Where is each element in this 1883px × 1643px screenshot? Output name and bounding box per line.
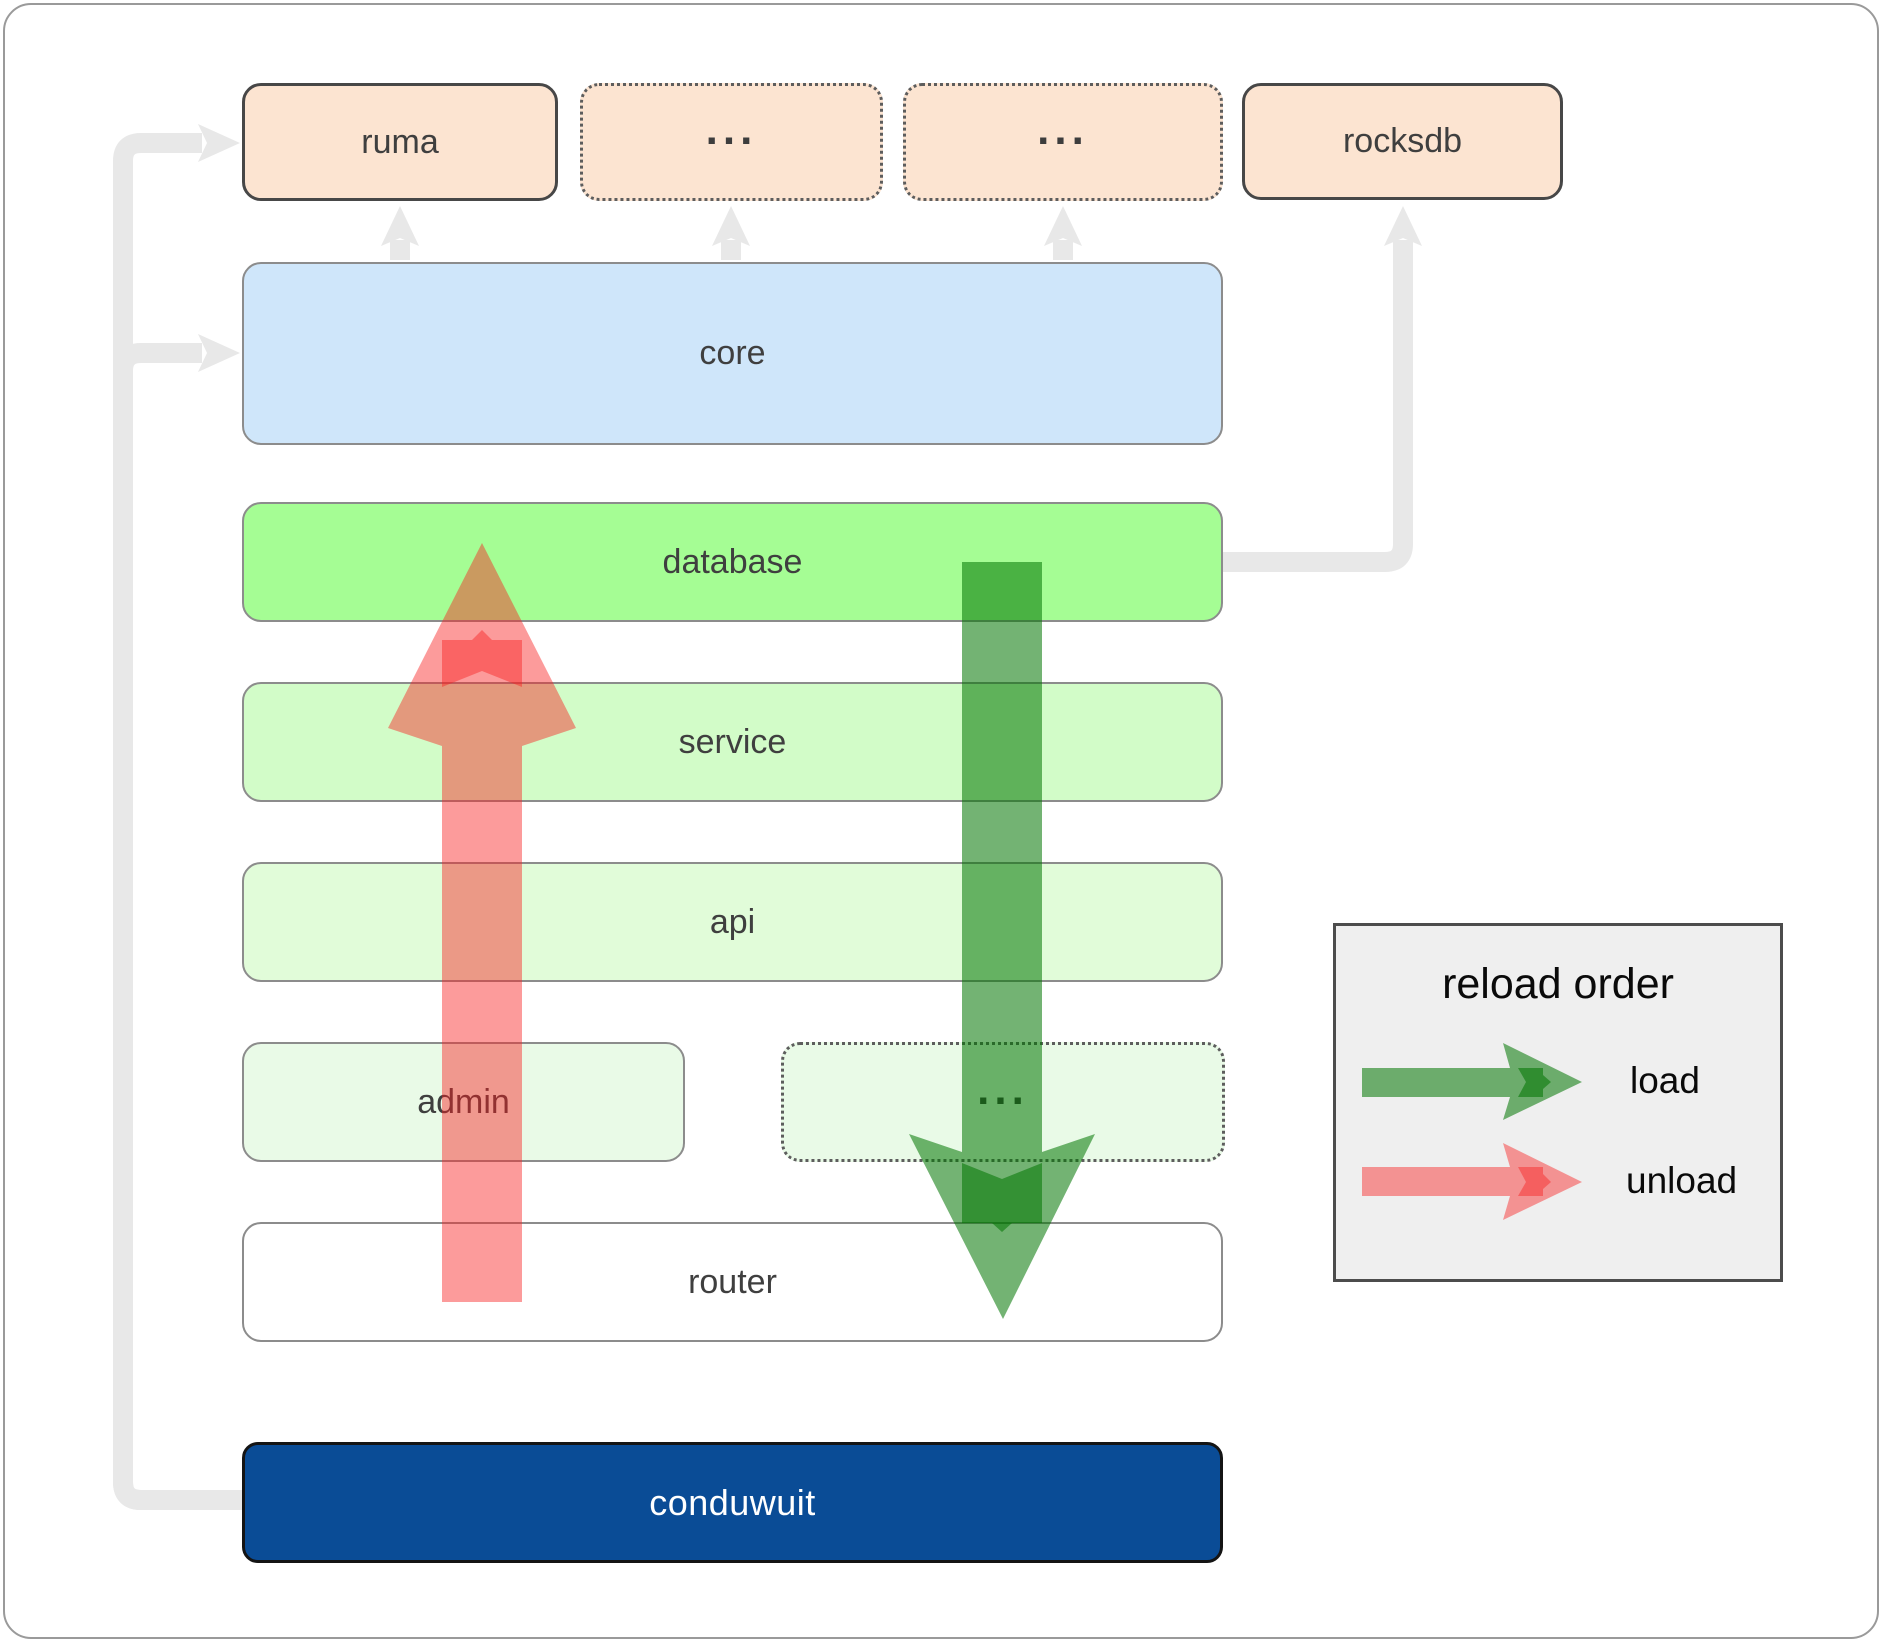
box-admin-label: admin — [417, 1082, 510, 1121]
box-database-label: database — [662, 542, 803, 581]
box-router: router — [242, 1222, 1223, 1342]
box-conduwuit: conduwuit — [242, 1442, 1223, 1563]
diagram-outer-border — [3, 3, 1879, 1639]
box-database: database — [242, 502, 1223, 622]
legend-load-label: load — [1630, 1060, 1700, 1101]
box-ellipsis-3: ... — [781, 1042, 1225, 1162]
box-rocksdb-label: rocksdb — [1342, 122, 1463, 160]
box-ruma: ruma — [242, 83, 558, 201]
box-ellipsis-2-label: ... — [1037, 105, 1089, 154]
box-core-label: core — [699, 334, 766, 372]
legend-unload-label: unload — [1626, 1160, 1738, 1201]
box-ellipsis-1: ... — [580, 83, 883, 201]
box-api-label: api — [709, 902, 756, 941]
box-conduwuit-label: conduwuit — [649, 1481, 816, 1523]
box-core: core — [242, 262, 1223, 445]
box-ruma-label: ruma — [361, 122, 439, 161]
legend-reload-order: reload order load unload — [1333, 923, 1783, 1282]
box-service-label: service — [678, 722, 787, 761]
box-rocksdb: rocksdb — [1242, 83, 1563, 200]
legend-title: reload order — [1442, 960, 1674, 1008]
box-router-label: router — [688, 1262, 777, 1301]
box-ellipsis-3-label: ... — [977, 1065, 1029, 1114]
box-api: api — [242, 862, 1223, 982]
box-ellipsis-2: ... — [903, 83, 1223, 201]
box-service: service — [242, 682, 1223, 802]
box-ellipsis-1-label: ... — [705, 105, 758, 154]
box-admin: admin — [242, 1042, 685, 1162]
